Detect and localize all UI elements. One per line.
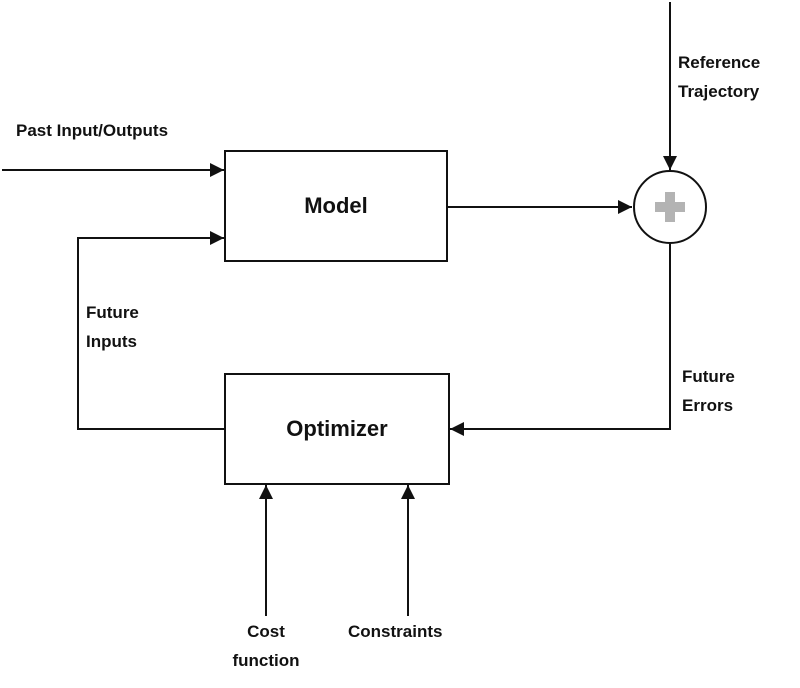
label-reference-trajectory: Reference Trajectory xyxy=(678,53,761,101)
optimizer-block: Optimizer xyxy=(224,373,450,485)
label-cost-function: Cost function xyxy=(232,622,300,670)
arrow-inputs-to-model xyxy=(77,231,224,430)
model-label: Model xyxy=(304,193,368,218)
model-block: Model xyxy=(224,150,448,262)
arrow-errors-to-optimizer xyxy=(450,244,671,436)
optimizer-label: Optimizer xyxy=(286,416,388,441)
label-future-inputs: Future Inputs xyxy=(86,303,139,351)
label-future-errors: Future Errors xyxy=(682,367,735,415)
summing-junction xyxy=(633,170,707,244)
label-past-input-outputs: Past Input/Outputs xyxy=(16,121,169,140)
label-constraints: Constraints xyxy=(348,622,443,641)
